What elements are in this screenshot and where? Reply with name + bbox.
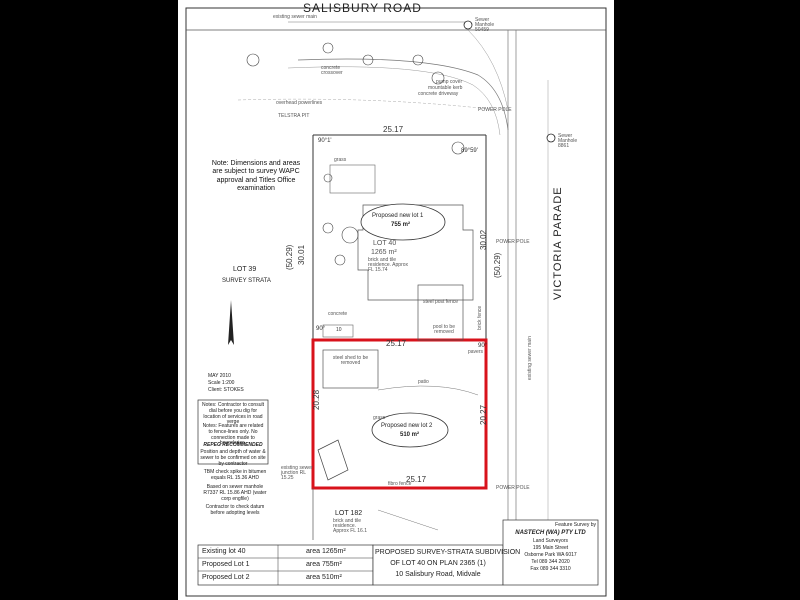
manhole-right-label: Sewer Manhole 8861 <box>558 133 578 149</box>
telstra-pit-label: TELSTRA PIT <box>278 113 310 119</box>
notes-line-4: Position and depth of water & sewer to b… <box>200 449 266 467</box>
company-line-2: 195 Main Street <box>532 545 569 551</box>
dim-top: 25.17 <box>383 125 404 134</box>
proposed-lot2-area: 510 m² <box>400 432 420 438</box>
site-plan-drawing <box>185 7 607 597</box>
label-concrete-crossover: concrete crossover <box>321 65 343 76</box>
lot40-desc: brick and tile residence. Approx FL 15.7… <box>368 257 409 273</box>
sewer-main-label: existing sewer main <box>273 14 317 20</box>
proposed-lot2-label: Proposed new lot 2 <box>381 423 433 429</box>
label-concrete: concrete <box>328 311 348 317</box>
lot40-area: 1265 m² <box>371 249 397 256</box>
dim-mid: 25.17 <box>386 339 407 348</box>
company-line-4: Tel 089 344 2020 <box>531 559 570 565</box>
north-date: MAY 2010 <box>208 373 231 379</box>
table-row-3-label: Proposed Lot 2 <box>202 574 250 581</box>
road-name-right: VICTORIA PARADE <box>552 186 564 300</box>
label-mountable-kerb: mountable kerb <box>428 85 463 91</box>
north-client: Client: STOKES <box>208 387 244 393</box>
proposed-lot1-area: 755 m² <box>391 222 411 228</box>
table-row-3-value: area 510m² <box>306 574 342 581</box>
company-line-3: Osborne Park WA 6017 <box>524 552 577 558</box>
road-name-top: SALISBURY ROAD <box>303 1 422 15</box>
survey-strata-label: SURVEY STRATA <box>222 278 271 284</box>
label-patio: patio <box>418 379 429 385</box>
title-line-2: OF LOT 40 ON PLAN 2365 (1) <box>390 560 486 567</box>
notes-line-1: Notes: Contractor to consult dial before… <box>202 402 264 426</box>
dim-left-lower: 20.28 <box>312 389 321 410</box>
manhole-top-label: Sewer Manhole 50459 <box>475 17 495 33</box>
notes-line-2: Notes: Features are related to fence-lin… <box>202 423 264 447</box>
label-overhead-powerlines: overhead powerlines <box>276 100 323 106</box>
lot40-title: LOT 40 <box>373 240 397 247</box>
dim-left-upper: 30.01 <box>297 244 306 265</box>
table-row-2-value: area 755m² <box>306 561 342 568</box>
label-sewer-junction: existing sewer junction RL 15.25 <box>281 465 313 481</box>
angle-top-left: 90°1' <box>318 138 332 144</box>
lot182-desc: brick and tile residence. Approx FL 16.1 <box>333 518 368 534</box>
company-heading: Feature Survey by <box>555 522 596 528</box>
title-line-1: PROPOSED SURVEY-STRATA SUBDIVISION <box>375 549 521 556</box>
angle-lower-left: 90° <box>316 326 326 332</box>
dim-right-upper: 30.02 <box>479 229 488 250</box>
lot182-label: LOT 182 <box>335 510 363 517</box>
tbm-line-3: Contractor to check datum before adoptin… <box>205 504 265 516</box>
label-pavers: pavers <box>468 349 484 355</box>
table-row-2-label: Proposed Lot 1 <box>202 561 250 568</box>
label-concrete-driveway: concrete driveway <box>418 91 459 97</box>
notes-line-3: REPEG RECOMMENDED <box>203 442 263 448</box>
dim-bottom: 25.17 <box>406 475 427 484</box>
power-pole-label-3: POWER POLE <box>496 485 530 491</box>
north-scale: Scale 1:200 <box>208 380 235 386</box>
dim-left-paren: (50.29) <box>285 244 294 270</box>
angle-top-right: 89°59' <box>461 148 478 154</box>
company-line-5: Fax 089 344 3310 <box>530 566 571 572</box>
tbm-line-2: Based on sewer manhole R7337 RL 15.86 AH… <box>203 484 267 502</box>
dim-right-lower: 20.27 <box>479 404 488 425</box>
label-steel-post-fence: steel post fence <box>423 299 459 305</box>
dim-right-paren: (50.29) <box>493 252 502 278</box>
label-grass-1: grass <box>334 157 347 163</box>
label-steel-shed: steel shed to be removed <box>332 355 369 366</box>
power-pole-label-2: POWER POLE <box>496 239 530 245</box>
label-fibro-fence: fibro fence <box>388 481 412 487</box>
title-line-3: 10 Salisbury Road, Midvale <box>395 571 481 578</box>
dimensions-note: Note: Dimensions and areas are subject t… <box>211 160 301 193</box>
label-grass-2: grass <box>373 415 386 421</box>
label-brick-fence: brick fence <box>477 305 483 330</box>
company-name: NASTECH (WA) PTY LTD <box>515 530 586 536</box>
table-row-1-value: area 1265m² <box>306 548 346 555</box>
label-sewer-main-vertical: existing sewer main <box>527 336 533 380</box>
table-row-1-label: Existing lot 40 <box>202 548 246 555</box>
power-pole-label-1: POWER POLE <box>478 107 512 113</box>
label-pool: pool to be removed <box>433 324 455 335</box>
lot39-label: LOT 39 <box>233 266 257 273</box>
dim-left-small: 10 <box>336 327 342 333</box>
survey-sheet: SALISBURY ROAD VICTORIA PARADE existing … <box>178 0 614 600</box>
proposed-lot1-label: Proposed new lot 1 <box>372 213 424 219</box>
tbm-line-1: TBM check spike in bitumen equals RL 15.… <box>203 469 267 481</box>
angle-lower-right: 90° <box>478 343 488 349</box>
label-pump-cover: pump cover <box>436 79 463 85</box>
company-line-1: Land Surveyors <box>532 538 569 544</box>
